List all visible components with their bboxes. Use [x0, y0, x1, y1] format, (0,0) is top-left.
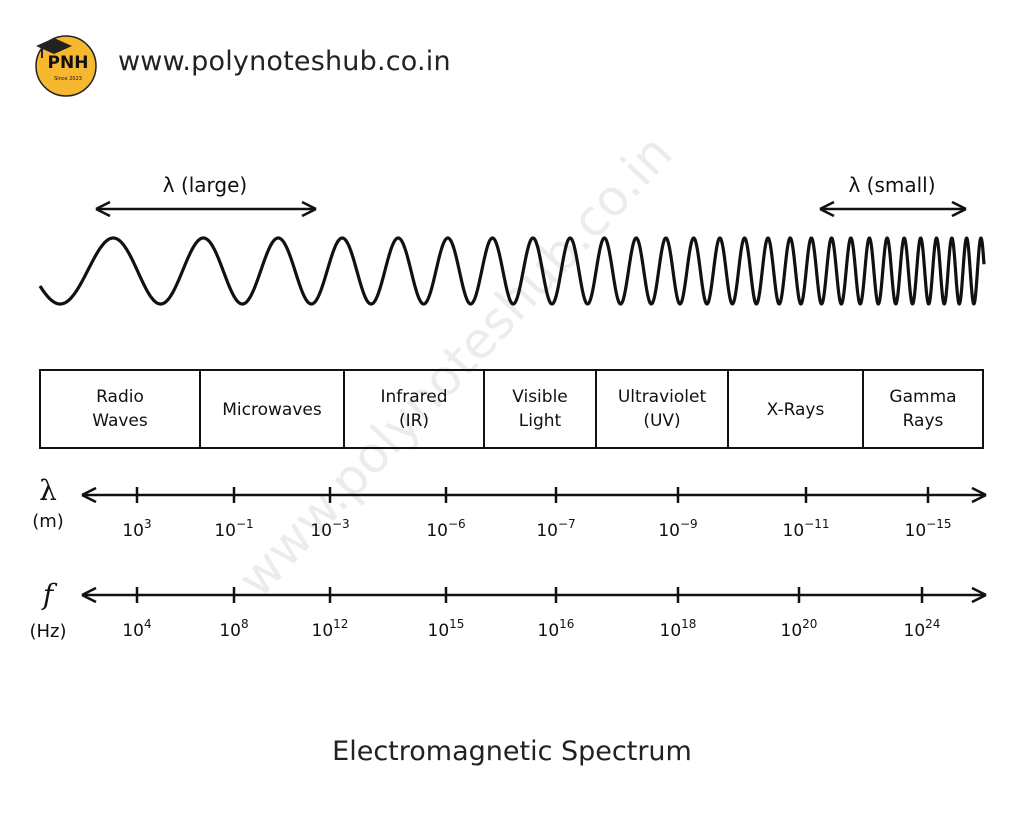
- wavelength-tick-label: 10−6: [426, 517, 465, 541]
- frequency-axis: f (Hz) 104 108 1012 1015 1016 1018 1020 1024: [29, 578, 987, 642]
- band-label: Visible: [512, 387, 568, 407]
- watermark-text: www.polynoteshub.co.in: [226, 124, 683, 608]
- band-2: Infrared (IR): [380, 387, 447, 431]
- wavelength-tick-label: 10−3: [310, 517, 349, 541]
- diagram-caption: Electromagnetic Spectrum: [332, 736, 692, 767]
- frequency-tick-label: 1016: [538, 617, 575, 641]
- wavelength-tick-label: 10−9: [658, 517, 697, 541]
- band-4: Ultraviolet (UV): [618, 387, 707, 431]
- band-label: Gamma: [889, 387, 956, 407]
- band-5: X-Rays: [767, 400, 825, 420]
- wavelength-unit: (m): [32, 511, 64, 532]
- logo-subtext: Since 2023: [54, 76, 82, 82]
- pnh-logo: PNH Since 2023: [35, 35, 97, 97]
- logo-text: PNH: [48, 53, 89, 73]
- site-url[interactable]: www.polynoteshub.co.in: [118, 46, 451, 77]
- wavelength-axis: λ (m) 103 10−1 10−3 10−6 10−7 10−9 10−11 10−15: [32, 474, 987, 541]
- wavelength-tick-label: 103: [122, 517, 151, 541]
- frequency-tick-label: 1018: [660, 617, 697, 641]
- wavelength-tick-label: 10−11: [783, 517, 830, 541]
- wavelength-small-label: λ (small): [848, 173, 935, 197]
- wavelength-large-arrow: λ (large): [95, 173, 317, 218]
- band-label: Waves: [92, 411, 148, 431]
- frequency-tick-label: 1020: [781, 617, 818, 641]
- band-label: (UV): [643, 411, 680, 431]
- frequency-symbol: f: [41, 578, 58, 611]
- band-label: (IR): [399, 411, 429, 431]
- wavelength-tick-label: 10−1: [214, 517, 253, 541]
- site-header: PNH Since 2023 www.polynoteshub.co.in: [32, 30, 632, 100]
- band-1: Microwaves: [222, 400, 322, 420]
- band-label: Ultraviolet: [618, 387, 707, 407]
- band-label: Rays: [903, 411, 944, 431]
- frequency-tick-label: 1024: [904, 617, 941, 641]
- em-wave: [38, 236, 986, 306]
- frequency-tick-label: 1015: [428, 617, 465, 641]
- frequency-unit: (Hz): [29, 621, 66, 642]
- frequency-tick-label: 1012: [312, 617, 349, 641]
- wavelength-tick-label: 10−15: [905, 517, 952, 541]
- band-label: Radio: [96, 387, 144, 407]
- graduation-cap-icon: [36, 38, 72, 54]
- frequency-tick-label: 104: [122, 617, 151, 641]
- band-label: Light: [519, 411, 562, 431]
- band-label: Infrared: [380, 387, 447, 407]
- band-label: X-Rays: [767, 400, 825, 420]
- wavelength-large-label: λ (large): [163, 173, 247, 197]
- band-label: Microwaves: [222, 400, 322, 420]
- wavelength-tick-label: 10−7: [536, 517, 575, 541]
- wavelength-small-arrow: λ (small): [819, 173, 967, 218]
- wavelength-symbol: λ: [39, 474, 57, 507]
- frequency-tick-label: 108: [219, 617, 248, 641]
